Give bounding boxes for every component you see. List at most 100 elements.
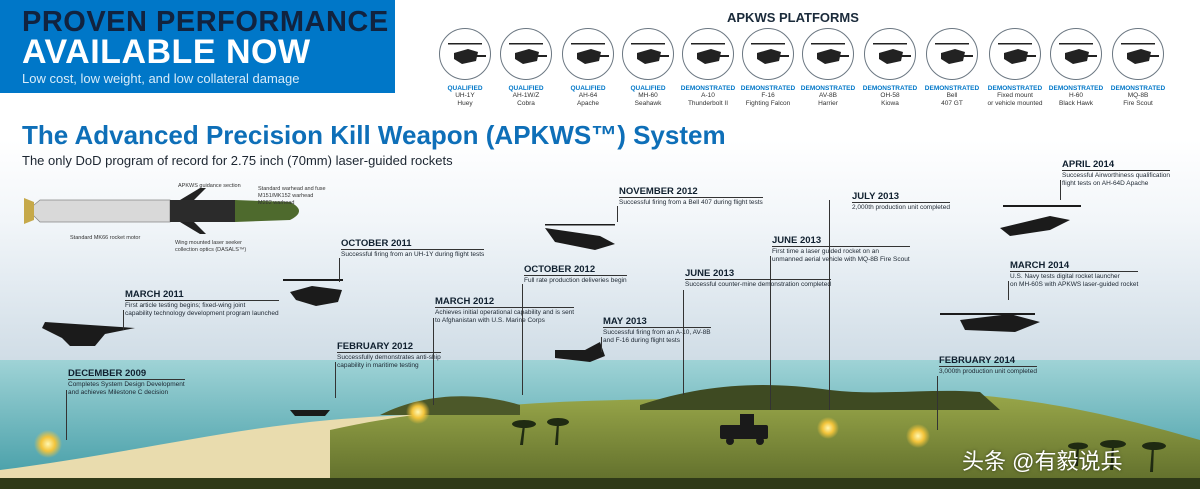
timeline-pin: [937, 376, 938, 430]
explosion: [906, 424, 930, 448]
timeline-pin: [770, 256, 771, 410]
page-title: The Advanced Precision Kill Weapon (APKW…: [22, 120, 726, 150]
event-date: DECEMBER 2009: [68, 369, 185, 380]
platform-name-sub: or vehicle mounted: [987, 100, 1043, 107]
timeline-pin: [123, 310, 124, 330]
platform-name-sub: Huey: [457, 100, 473, 107]
platform-name-sub: 407 GT: [941, 100, 963, 107]
explosion: [34, 430, 62, 458]
event-date: JUNE 2013: [685, 269, 831, 280]
platform-name-sub: Black Hawk: [1059, 100, 1093, 107]
event-description: Achieves initial operational capability …: [435, 309, 575, 316]
event-date: NOVEMBER 2012: [619, 187, 763, 198]
boat: [290, 410, 330, 416]
vehicle-mount-icon: [989, 28, 1041, 80]
event-date: OCTOBER 2011: [341, 239, 485, 250]
drone-helicopter-icon: [1112, 28, 1164, 80]
timeline-pin: [601, 337, 602, 352]
timeline-pin: [335, 362, 336, 398]
platform-status: DEMONSTRATED: [924, 85, 980, 92]
rocket-warhead-label-1: Standard warhead and fuse: [258, 186, 326, 192]
platform-name: AH-64: [578, 92, 598, 99]
platform-status: DEMONSTRATED: [680, 85, 736, 92]
event-date: OCTOBER 2012: [524, 265, 627, 276]
timeline-pin: [683, 290, 684, 395]
helicopter-icon: [439, 28, 491, 80]
event-description: to Afghanistan with U.S. Marine Corps: [435, 317, 545, 324]
jet-aircraft-icon: [682, 28, 734, 80]
event-date: FEBRUARY 2012: [337, 342, 441, 353]
platform-name: OH-58: [880, 92, 900, 99]
page-subtitle: The only DoD program of record for 2.75 …: [22, 153, 453, 168]
event-date: MARCH 2011: [125, 290, 279, 301]
timeline-pin: [339, 258, 340, 282]
grassland: [330, 392, 1200, 489]
platform-name: Fixed mount: [997, 92, 1033, 99]
rocket-warhead-label-3: M282 warhead: [258, 200, 295, 206]
event-description: flight tests on AH-64D Apache: [1062, 180, 1149, 187]
ground-strip: [0, 478, 1200, 489]
hills: [640, 385, 1000, 410]
platform-name: Bell: [946, 92, 958, 99]
bell-helicopter-icon: [926, 28, 978, 80]
platform-status: DEMONSTRATED: [1048, 85, 1104, 92]
platform-status: DEMONSTRATED: [1110, 85, 1166, 92]
platform-status: DEMONSTRATED: [800, 85, 856, 92]
platform-name: AH-1W/Z: [512, 92, 540, 99]
event-date: MARCH 2014: [1010, 261, 1139, 272]
platform-status: QUALIFIED: [508, 85, 544, 92]
timeline-pin: [617, 206, 618, 222]
military-vehicle: [720, 414, 768, 445]
apache-helicopter-icon: [562, 28, 614, 80]
seahawk-helicopter-icon: [622, 28, 674, 80]
harrier-jet-icon: [802, 28, 854, 80]
platform-name: MQ-8B: [1127, 92, 1149, 99]
platform-name: MH-60: [638, 92, 658, 99]
event-description: Successful firing from an UH-1Y during f…: [341, 251, 485, 258]
timeline-pin: [1060, 180, 1061, 200]
banner-headline: PROVEN PERFORMANCE: [22, 6, 389, 38]
platform-status: QUALIFIED: [570, 85, 606, 92]
platform-name: AV-8B: [819, 92, 837, 99]
rocket-warhead-label-2: M151/MK152 warhead: [258, 193, 314, 199]
event-description: and F-16 during flight tests: [603, 337, 680, 344]
event-description: First article testing begins; fixed-wing…: [125, 302, 246, 309]
platforms-title: APKWS PLATFORMS: [727, 10, 859, 25]
platform-status: QUALIFIED: [447, 85, 483, 92]
explosion: [817, 417, 839, 439]
event-date: FEBRUARY 2014: [939, 356, 1037, 367]
header-banner: PROVEN PERFORMANCE AVAILABLE NOW Low cos…: [0, 0, 395, 93]
rocket-seeker-label-1: Wing mounted laser seeker: [175, 240, 242, 246]
event-description: and achieves Milestone C decision: [68, 389, 169, 396]
event-description: Full rate production deliveries begin: [524, 277, 627, 284]
platform-name-sub: Fighting Falcon: [745, 100, 791, 107]
timeline-pin: [66, 390, 67, 440]
platform-name-sub: Cobra: [517, 100, 535, 107]
banner-tagline: Low cost, low weight, and low collateral…: [22, 71, 300, 86]
explosion: [406, 400, 430, 424]
timeline-pin: [522, 284, 523, 395]
event-description: Completes System Design Development: [68, 381, 185, 388]
event-description: unmanned aerial vehicle with MQ-8B Fire …: [772, 256, 910, 263]
platform-status: DEMONSTRATED: [862, 85, 918, 92]
platform-name: A-10: [701, 92, 715, 99]
platform-name: UH-1Y: [455, 92, 475, 99]
